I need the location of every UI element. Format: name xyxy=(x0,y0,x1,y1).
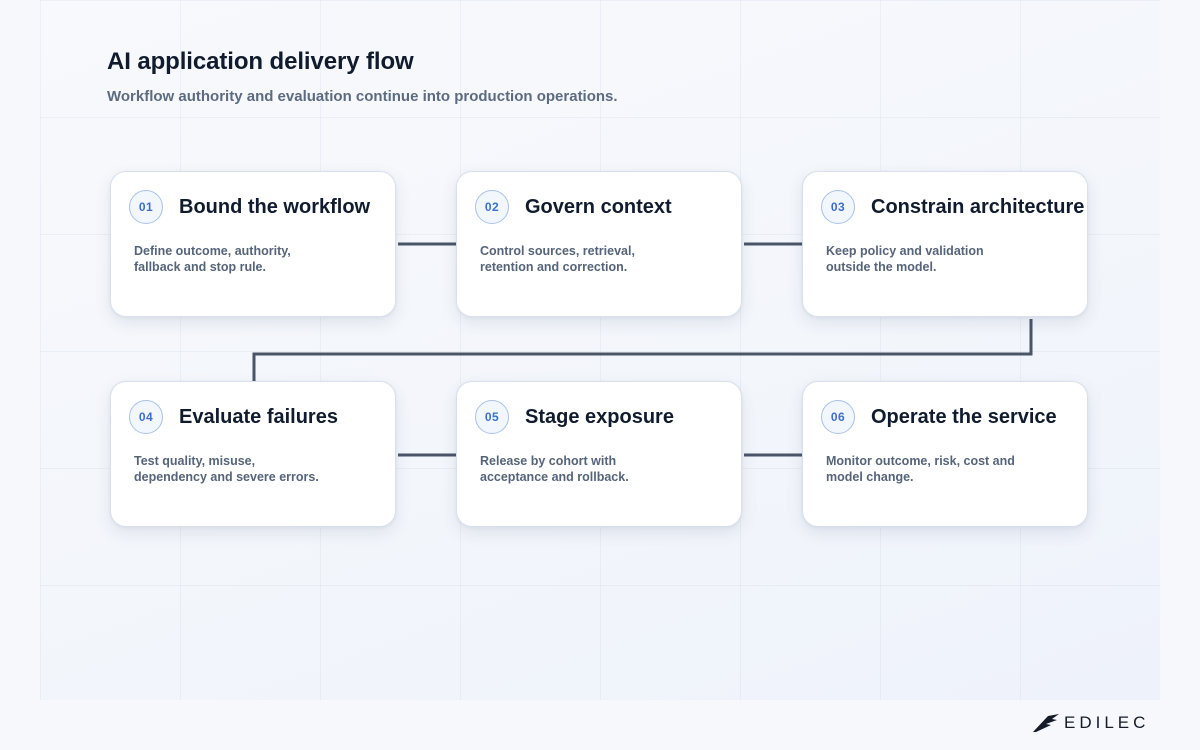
diagram-background xyxy=(40,0,1160,700)
step-number-badge: 02 xyxy=(475,190,509,224)
step-number-badge: 06 xyxy=(821,400,855,434)
step-title: Operate the service xyxy=(871,406,1057,428)
step-description-line: Control sources, retrieval, xyxy=(480,244,635,258)
step-card-05: 05 Stage exposure Release by cohort with… xyxy=(456,381,742,527)
step-card-02: 02 Govern context Control sources, retri… xyxy=(456,171,742,317)
background-grid xyxy=(40,0,1160,700)
step-number-badge: 05 xyxy=(475,400,509,434)
step-description-line: dependency and severe errors. xyxy=(134,470,319,484)
step-number-badge: 01 xyxy=(129,190,163,224)
step-number-badge: 04 xyxy=(129,400,163,434)
step-card-03: 03 Constrain architecture Keep policy an… xyxy=(802,171,1088,317)
step-number-badge: 03 xyxy=(821,190,855,224)
connector-03-04 xyxy=(252,319,1033,381)
step-description: Control sources, retrieval, retention an… xyxy=(480,243,680,275)
step-description-line: model change. xyxy=(826,470,914,484)
step-description-line: Define outcome, authority, xyxy=(134,244,291,258)
page-title: AI application delivery flow xyxy=(107,48,414,75)
step-description-line: retention and correction. xyxy=(480,260,628,274)
step-description-line: Test quality, misuse, xyxy=(134,454,256,468)
step-description-line: Keep policy and validation xyxy=(826,244,984,258)
step-title: Stage exposure xyxy=(525,406,674,428)
step-description: Monitor outcome, risk, cost and model ch… xyxy=(826,453,1026,485)
step-card-01: 01 Bound the workflow Define outcome, au… xyxy=(110,171,396,317)
step-title: Bound the workflow xyxy=(179,196,371,218)
step-card-04: 04 Evaluate failures Test quality, misus… xyxy=(110,381,396,527)
page-subtitle: Workflow authority and evaluation contin… xyxy=(107,88,618,105)
brand-name: EDILEC xyxy=(1064,713,1150,732)
brand-logo: EDILEC xyxy=(1032,712,1149,734)
step-title: Govern context xyxy=(525,196,672,218)
step-description: Keep policy and validation outside the m… xyxy=(826,243,1026,275)
step-title: Constrain architecture xyxy=(871,196,1085,218)
step-description-line: outside the model. xyxy=(826,260,937,274)
step-card-06: 06 Operate the service Monitor outcome, … xyxy=(802,381,1088,527)
step-description-line: acceptance and rollback. xyxy=(480,470,629,484)
step-description: Test quality, misuse, dependency and sev… xyxy=(134,453,334,485)
step-description: Release by cohort with acceptance and ro… xyxy=(480,453,680,485)
edilec-logo-icon xyxy=(1033,714,1059,732)
step-title: Evaluate failures xyxy=(179,406,338,428)
step-description-line: fallback and stop rule. xyxy=(134,260,266,274)
step-description-line: Release by cohort with xyxy=(480,454,617,468)
step-description-line: Monitor outcome, risk, cost and xyxy=(826,454,1015,468)
step-description: Define outcome, authority, fallback and … xyxy=(134,243,334,275)
